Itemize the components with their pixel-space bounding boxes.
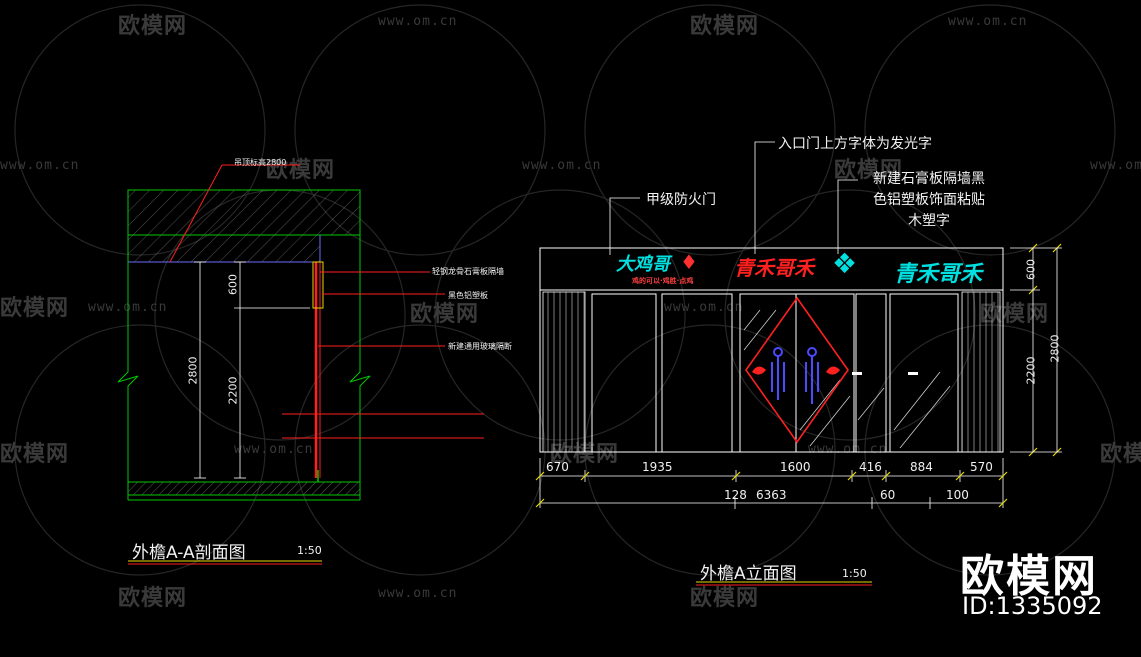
anno-glow-text: 入口门上方字体为发光字 [778,136,932,152]
dim-128: 128 [724,488,747,502]
dim-60: 60 [880,488,896,502]
door-figures [771,347,819,404]
watermark-url: www.om.cn [948,14,1028,29]
section-floor [127,481,361,496]
diamond-decal [745,296,849,444]
elevation-scale: 1:50 [842,567,867,580]
rooster-icon-large: ❖ [832,247,858,280]
brand-id: ID:1335092 [962,592,1103,620]
brand-logo-text: 欧模网 [960,551,1098,602]
watermark-url: www.om.cn [664,300,744,315]
watermark-url: www.om.cn [234,442,314,457]
sign-dajige: 大鸡哥 [616,254,670,275]
dim-1600: 1600 [780,460,811,474]
watermark-logo: 欧模网 [266,158,336,183]
watermark-url: www.om.cn [378,14,458,29]
watermark-logo: 欧模网 [834,158,904,183]
elevation-title: 外檐A立面图 [700,564,797,584]
watermark-logo: 欧模网 [0,296,70,321]
watermark-logo: 欧模网 [690,14,760,39]
watermark-logo: 欧模网 [410,302,480,327]
watermark-logo: 欧模网 [118,14,188,39]
dim-section-bottom: 2200 [226,376,240,405]
dim-6363: 6363 [756,488,787,502]
rooster-icon: ♦ [680,250,698,274]
watermark-url: www.om.cn [522,158,602,173]
anno-gypsum-wall-elev: 新建石膏板隔墙黑 色铝塑板饰面粘贴 木塑字 [873,171,985,229]
dim-right-2800: 2800 [1048,334,1062,363]
dim-section-top: 600 [226,274,240,295]
dim-section-total: 2800 [186,356,200,385]
anno-ceiling-level: 吊顶标高2800 [234,158,287,167]
dim-1935: 1935 [642,460,673,474]
sign-dajige-sub: 鸡的可以·鸡胜·点鸡 [632,277,694,285]
elevation-a [535,141,1062,586]
dim-884: 884 [910,460,933,474]
watermark-url: www.om.cn [808,442,888,457]
section-scale: 1:50 [297,544,322,557]
anno-fire-door: 甲级防火门 [646,192,716,208]
watermark-url: www.om.cn [378,586,458,601]
watermark-logo: 欧模网 [1100,442,1141,467]
fire-door [591,293,657,453]
dim-416: 416 [859,460,882,474]
anno-gypsum-wall: 轻钢龙骨石膏板隔墙 [432,267,504,276]
watermark-url: www.om.cn [1090,158,1141,173]
watermark-logo: 欧模网 [118,586,188,611]
dim-100: 100 [946,488,969,502]
section-ceiling [128,235,320,262]
dim-right-600: 600 [1024,259,1038,280]
anno-glass-partition: 新建通用玻璃隔断 [448,342,512,351]
dim-670: 670 [546,460,569,474]
section-title: 外檐A-A剖面图 [132,543,246,563]
section-slab [127,189,361,236]
dim-570: 570 [970,460,993,474]
rooster-decals [752,366,840,375]
anno-black-panel: 黑色铝塑板 [448,291,488,300]
watermark-url: www.om.cn [88,300,168,315]
sign-qinghe-2: 青禾哥禾 [894,262,983,287]
section-a-a [117,164,484,565]
watermark-logo: 欧模网 [690,586,760,611]
watermark-url: www.om.cn [0,158,80,173]
watermark-logo: 欧模网 [0,442,70,467]
dim-right-2200: 2200 [1024,356,1038,385]
sign-qinghe-1: 青禾哥禾 [734,256,814,280]
